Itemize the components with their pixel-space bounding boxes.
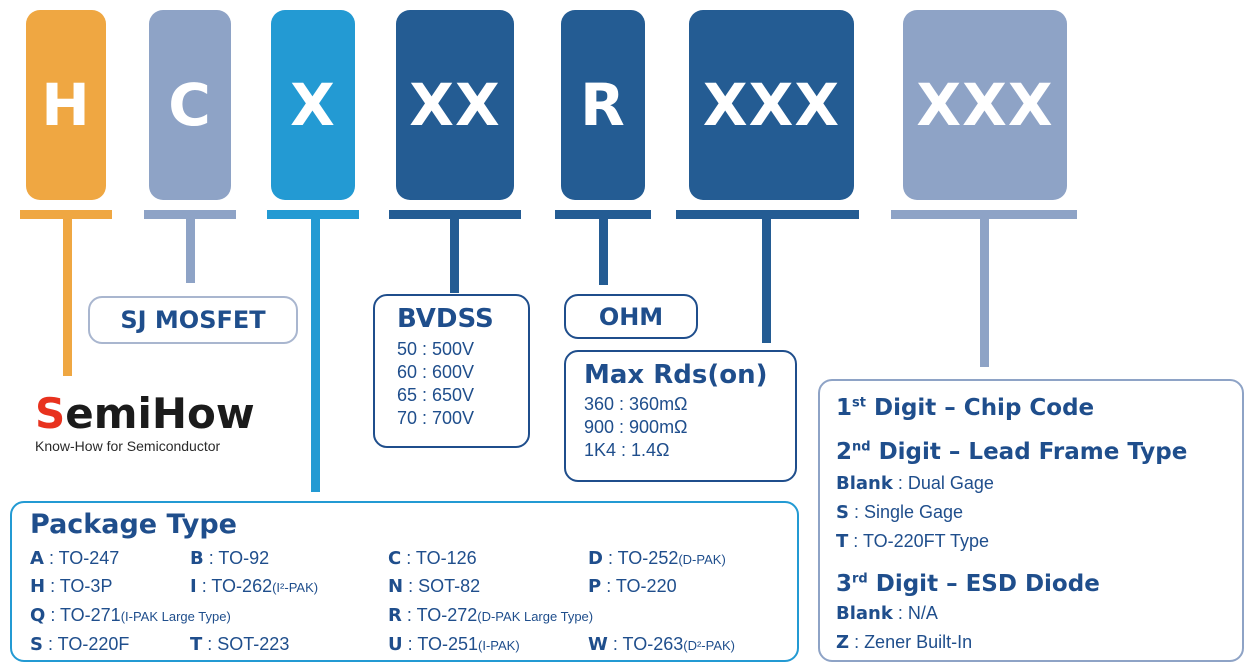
- digit3-item: Z : Zener Built-In: [836, 632, 973, 653]
- digit1-title: 1st Digit – Chip Code: [836, 395, 1095, 421]
- sj-mosfet-text: SJ MOSFET: [120, 306, 266, 334]
- block-letter-c: C: [168, 71, 212, 139]
- block-letter-xx: XX: [409, 71, 501, 139]
- bvdss-box: BVDSS 50 : 500V 60 : 600V 65 : 650V 70 :…: [373, 294, 530, 448]
- package-item-p: P : TO-220: [588, 576, 677, 597]
- package-item-r: R : TO-272(D-PAK Large Type): [388, 605, 594, 626]
- bar-r: [555, 210, 651, 219]
- package-item-t: T : SOT-223: [190, 634, 290, 655]
- bar-h: [20, 210, 112, 219]
- package-item-c: C : TO-126: [388, 548, 477, 569]
- digit2-item: Blank : Dual Gage: [836, 473, 994, 494]
- digit2-item: S : Single Gage: [836, 502, 964, 523]
- connector-xxx-digits: [980, 219, 989, 367]
- code-block-xx: XX: [396, 10, 514, 200]
- logo-accent-letter: S: [35, 389, 66, 438]
- package-item-w: W : TO-263(D²-PAK): [588, 634, 736, 655]
- package-item-i: I : TO-262(I²-PAK): [190, 576, 319, 597]
- digit3-title: 3rd Digit – ESD Diode: [836, 571, 1100, 597]
- block-letter-x: X: [290, 71, 336, 139]
- bar-x: [267, 210, 359, 219]
- bvdss-line: 60 : 600V: [397, 362, 475, 382]
- code-block-r: R: [561, 10, 645, 200]
- bar-c: [144, 210, 236, 219]
- package-type-box: Package Type A : TO-247 B : TO-92 C : TO…: [10, 501, 799, 662]
- digit2-item: T : TO-220FT Type: [836, 531, 990, 552]
- connector-xx: [450, 219, 459, 293]
- block-letter-r: R: [580, 71, 626, 139]
- logo-wordmark: emiHow: [65, 389, 255, 438]
- code-block-x: X: [271, 10, 355, 200]
- sj-mosfet-label: SJ MOSFET: [88, 296, 298, 344]
- bvdss-line: 70 : 700V: [397, 408, 475, 428]
- connector-c: [186, 219, 195, 283]
- bvdss-line: 50 : 500V: [397, 339, 475, 359]
- package-item-n: N : SOT-82: [388, 576, 481, 597]
- code-block-c: C: [149, 10, 231, 200]
- package-item-b: B : TO-92: [190, 548, 270, 569]
- block-letter-h: H: [41, 71, 91, 139]
- ohm-label: OHM: [564, 294, 698, 339]
- rds-line: 1K4 : 1.4Ω: [584, 440, 670, 460]
- block-letter-xxx-rds: XXX: [702, 71, 841, 139]
- bar-xxx-digits: [891, 210, 1077, 219]
- semihow-logo: SemiHow Know-How for Semiconductor: [35, 389, 255, 455]
- block-letter-xxx-digits: XXX: [916, 71, 1054, 139]
- logo-tagline: Know-How for Semiconductor: [35, 438, 221, 454]
- code-block-h: H: [26, 10, 106, 200]
- digit-legend-box: 1st Digit – Chip Code 2nd Digit – Lead F…: [818, 379, 1244, 662]
- package-item-u: U : TO-251(I-PAK): [388, 634, 520, 655]
- rds-line: 360 : 360mΩ: [584, 394, 688, 414]
- package-item-a: A : TO-247: [30, 548, 120, 569]
- code-block-xxx-digits: XXX: [903, 10, 1067, 200]
- code-block-xxx-rds: XXX: [689, 10, 854, 200]
- bvdss-title: BVDSS: [397, 304, 494, 334]
- package-type-title: Package Type: [30, 509, 237, 540]
- package-item-d: D : TO-252(D-PAK): [588, 548, 726, 569]
- connector-r: [599, 219, 608, 285]
- rds-box: Max Rds(on) 360 : 360mΩ 900 : 900mΩ 1K4 …: [564, 350, 797, 482]
- connector-x: [311, 219, 320, 492]
- package-item-s: S : TO-220F: [30, 634, 130, 655]
- bvdss-line: 65 : 650V: [397, 385, 475, 405]
- package-item-h: H : TO-3P: [30, 576, 113, 597]
- rds-title: Max Rds(on): [584, 360, 768, 390]
- connector-h: [63, 219, 72, 376]
- connector-xxx-rds: [762, 219, 771, 343]
- digit2-title: 2nd Digit – Lead Frame Type: [836, 439, 1188, 465]
- rds-line: 900 : 900mΩ: [584, 417, 688, 437]
- package-item-q: Q : TO-271(I-PAK Large Type): [30, 605, 231, 626]
- bar-xx: [389, 210, 521, 219]
- ohm-text: OHM: [598, 302, 664, 331]
- digit3-item: Blank : N/A: [836, 603, 938, 624]
- bar-xxx-rds: [676, 210, 859, 219]
